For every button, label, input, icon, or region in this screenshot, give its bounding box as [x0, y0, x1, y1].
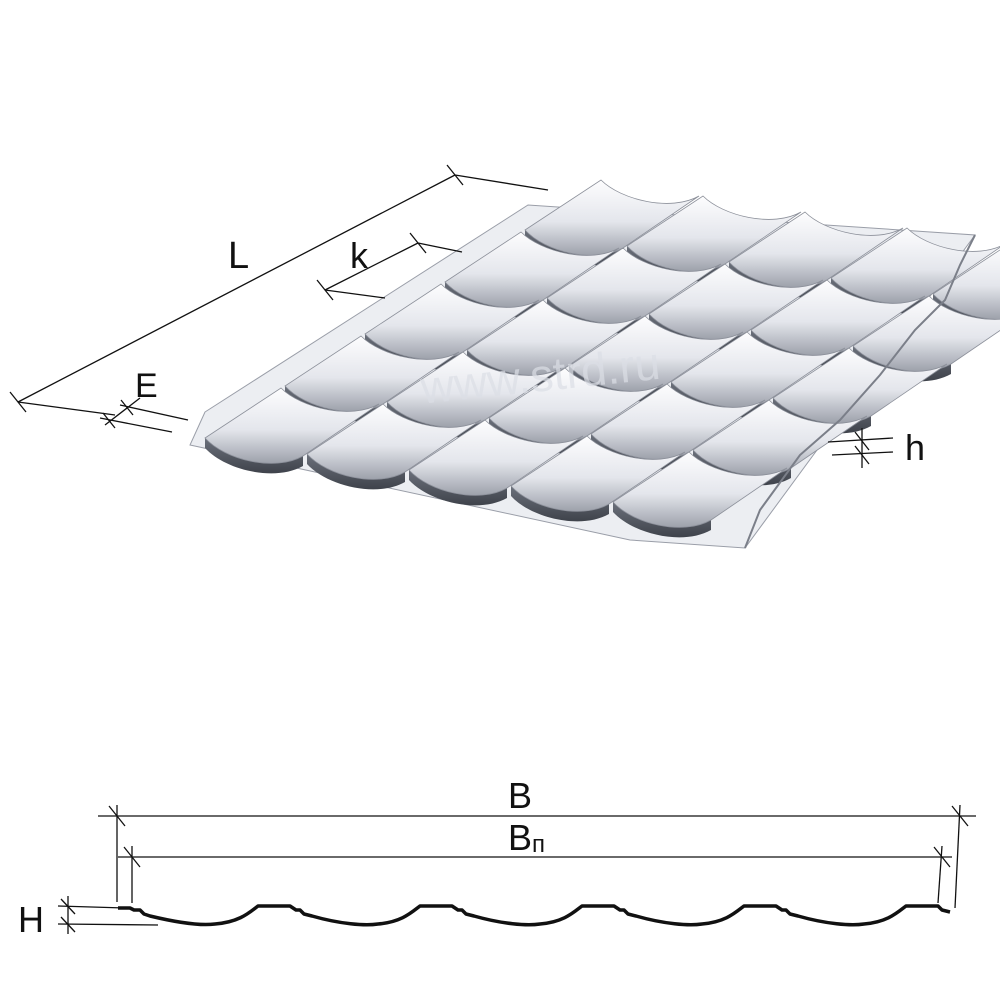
tile-wave: [728, 211, 904, 288]
sheet-right-edge: [744, 234, 976, 549]
step-label: k: [350, 235, 369, 276]
tile-wave: [466, 299, 642, 376]
tile-wave: [750, 279, 926, 356]
tile-wave: [568, 315, 744, 392]
overlap-label: E: [135, 367, 158, 405]
dimension-wave-height: h: [827, 427, 925, 468]
length-label: L: [228, 235, 249, 277]
dimension-length: L: [9, 164, 549, 416]
tile-step-shadow: [307, 454, 405, 490]
dimension-overlap: E: [99, 367, 189, 433]
useful-width-label: Bп: [508, 817, 545, 858]
tile-step-shadow: [511, 486, 609, 522]
tile-wave: [932, 249, 1000, 320]
tile-wave-rows: [204, 179, 1000, 538]
wave-height-label: h: [905, 427, 925, 468]
tile-wave: [284, 335, 460, 412]
tile-wave: [590, 383, 766, 460]
tile-wave: [524, 179, 700, 256]
tile-wave: [510, 435, 686, 512]
tile-step-shadow: [205, 438, 303, 474]
profile-section: B Bп H: [18, 775, 976, 940]
profile-height-label: H: [18, 899, 44, 940]
tile-wave: [444, 231, 620, 308]
tile-wave: [648, 263, 824, 340]
profile-outline: [118, 904, 951, 927]
tile-wave: [306, 403, 482, 480]
dimension-step: k: [316, 232, 463, 301]
tile-wave: [772, 347, 948, 424]
tile-wave: [612, 451, 788, 528]
tile-wave: [830, 227, 1000, 304]
tile-wave: [488, 367, 664, 444]
total-width-label: B: [508, 775, 532, 816]
tile-wave: [546, 247, 722, 324]
tile-wave: [852, 295, 1000, 372]
tile-wave: [364, 283, 540, 360]
tile-wave: [692, 399, 868, 476]
tile-wave: [204, 387, 380, 464]
tile-wave: [670, 331, 846, 408]
tile-wave: [408, 419, 584, 496]
metal-tile-sheet-illustration: [189, 179, 1000, 549]
tile-step-shadow: [409, 470, 507, 506]
tile-step-shadow: [613, 502, 711, 538]
tile-wave: [626, 195, 802, 272]
tile-wave: [386, 351, 562, 428]
